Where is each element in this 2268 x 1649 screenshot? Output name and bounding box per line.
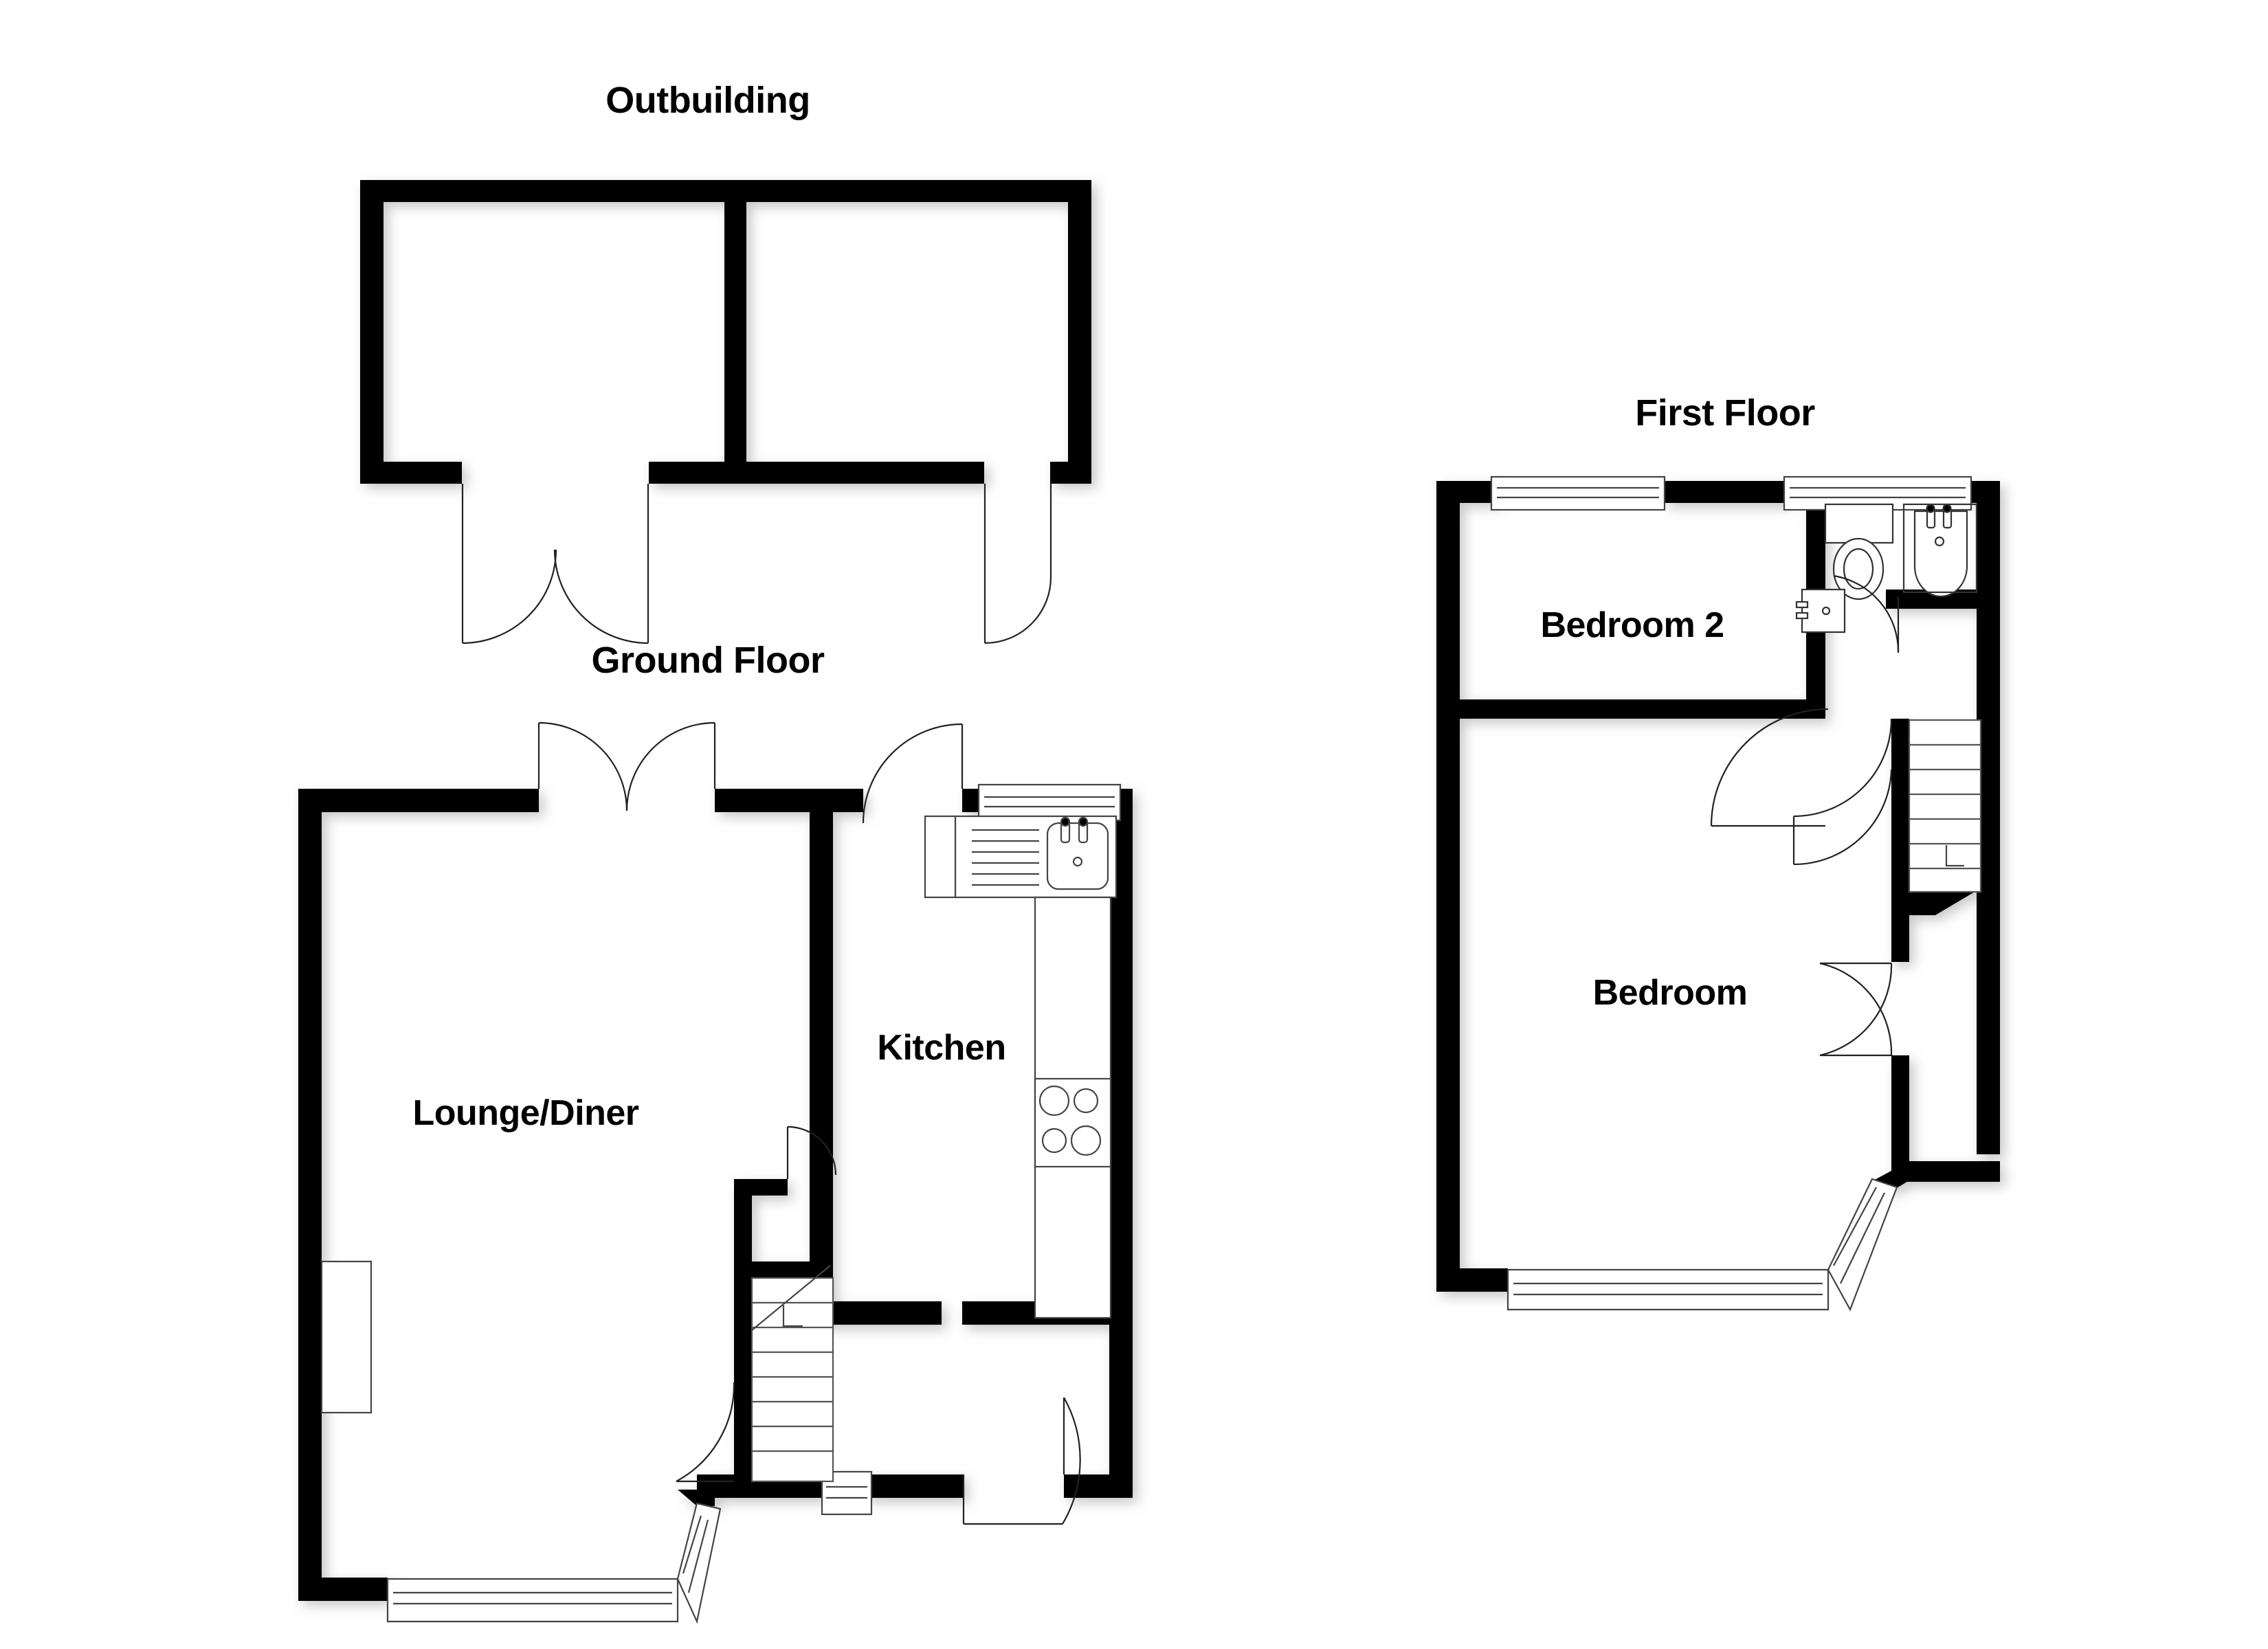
outbuilding-right-door bbox=[983, 484, 1052, 644]
lounge-fireplace-recess bbox=[320, 1260, 373, 1414]
kitchen-counter-return bbox=[924, 815, 957, 899]
kitchen-hob bbox=[1034, 1077, 1112, 1168]
ground-floor-stairs-direction-arrow bbox=[751, 1265, 831, 1331]
ground-floor-kitchen-door bbox=[862, 723, 964, 824]
outbuilding-left-double-door bbox=[461, 484, 649, 644]
room-label-lounge-diner: Lounge/Diner bbox=[412, 1093, 639, 1133]
bathroom-toilet bbox=[1824, 503, 1894, 601]
room-label-bedroom-2: Bedroom 2 bbox=[1540, 605, 1724, 645]
outbuilding-plan bbox=[360, 180, 1091, 644]
ground-floor-plan-title: Ground Floor bbox=[591, 640, 825, 681]
ground-floor-understairs-door bbox=[786, 1125, 837, 1179]
ground-floor-hall-window bbox=[821, 1470, 873, 1516]
first-floor-plan bbox=[1436, 475, 2000, 1312]
outbuilding-plan-title: Outbuilding bbox=[605, 80, 810, 121]
ground-floor-kitchen-window bbox=[977, 783, 1122, 822]
room-label-bedroom: Bedroom bbox=[1592, 973, 1748, 1013]
outbuilding-walls bbox=[360, 180, 1091, 484]
bathroom-bathtub bbox=[1913, 504, 1968, 598]
ground-floor-french-doors bbox=[537, 721, 716, 811]
first-floor-walls bbox=[1436, 481, 2000, 1292]
first-floor-landing-door bbox=[1792, 718, 1893, 866]
kitchen-worktop-run bbox=[1034, 896, 1112, 1319]
room-label-kitchen: Kitchen bbox=[877, 1028, 1006, 1068]
bathroom-bath-outline bbox=[1902, 503, 1978, 594]
first-floor-bay-window bbox=[1507, 1178, 1898, 1312]
first-floor-staircase bbox=[1908, 719, 1982, 893]
ground-floor-staircase bbox=[751, 1277, 834, 1483]
ground-floor-hall-lounge-door bbox=[676, 1382, 735, 1483]
first-floor-bedroom2-window bbox=[1490, 475, 1666, 511]
ground-floor-plan bbox=[298, 721, 1133, 1624]
first-floor-bathroom-window bbox=[1783, 475, 1972, 511]
kitchen-sink-unit bbox=[954, 815, 1118, 899]
ground-floor-bay-window bbox=[386, 1502, 722, 1624]
first-floor-plan-title: First Floor bbox=[1635, 392, 1815, 434]
first-floor-bedroom2-door bbox=[1710, 708, 1829, 827]
ground-floor-walls bbox=[298, 789, 1133, 1601]
first-floor-stairs-direction-arrow bbox=[1945, 845, 1964, 867]
ground-floor-front-door bbox=[962, 1397, 1081, 1525]
